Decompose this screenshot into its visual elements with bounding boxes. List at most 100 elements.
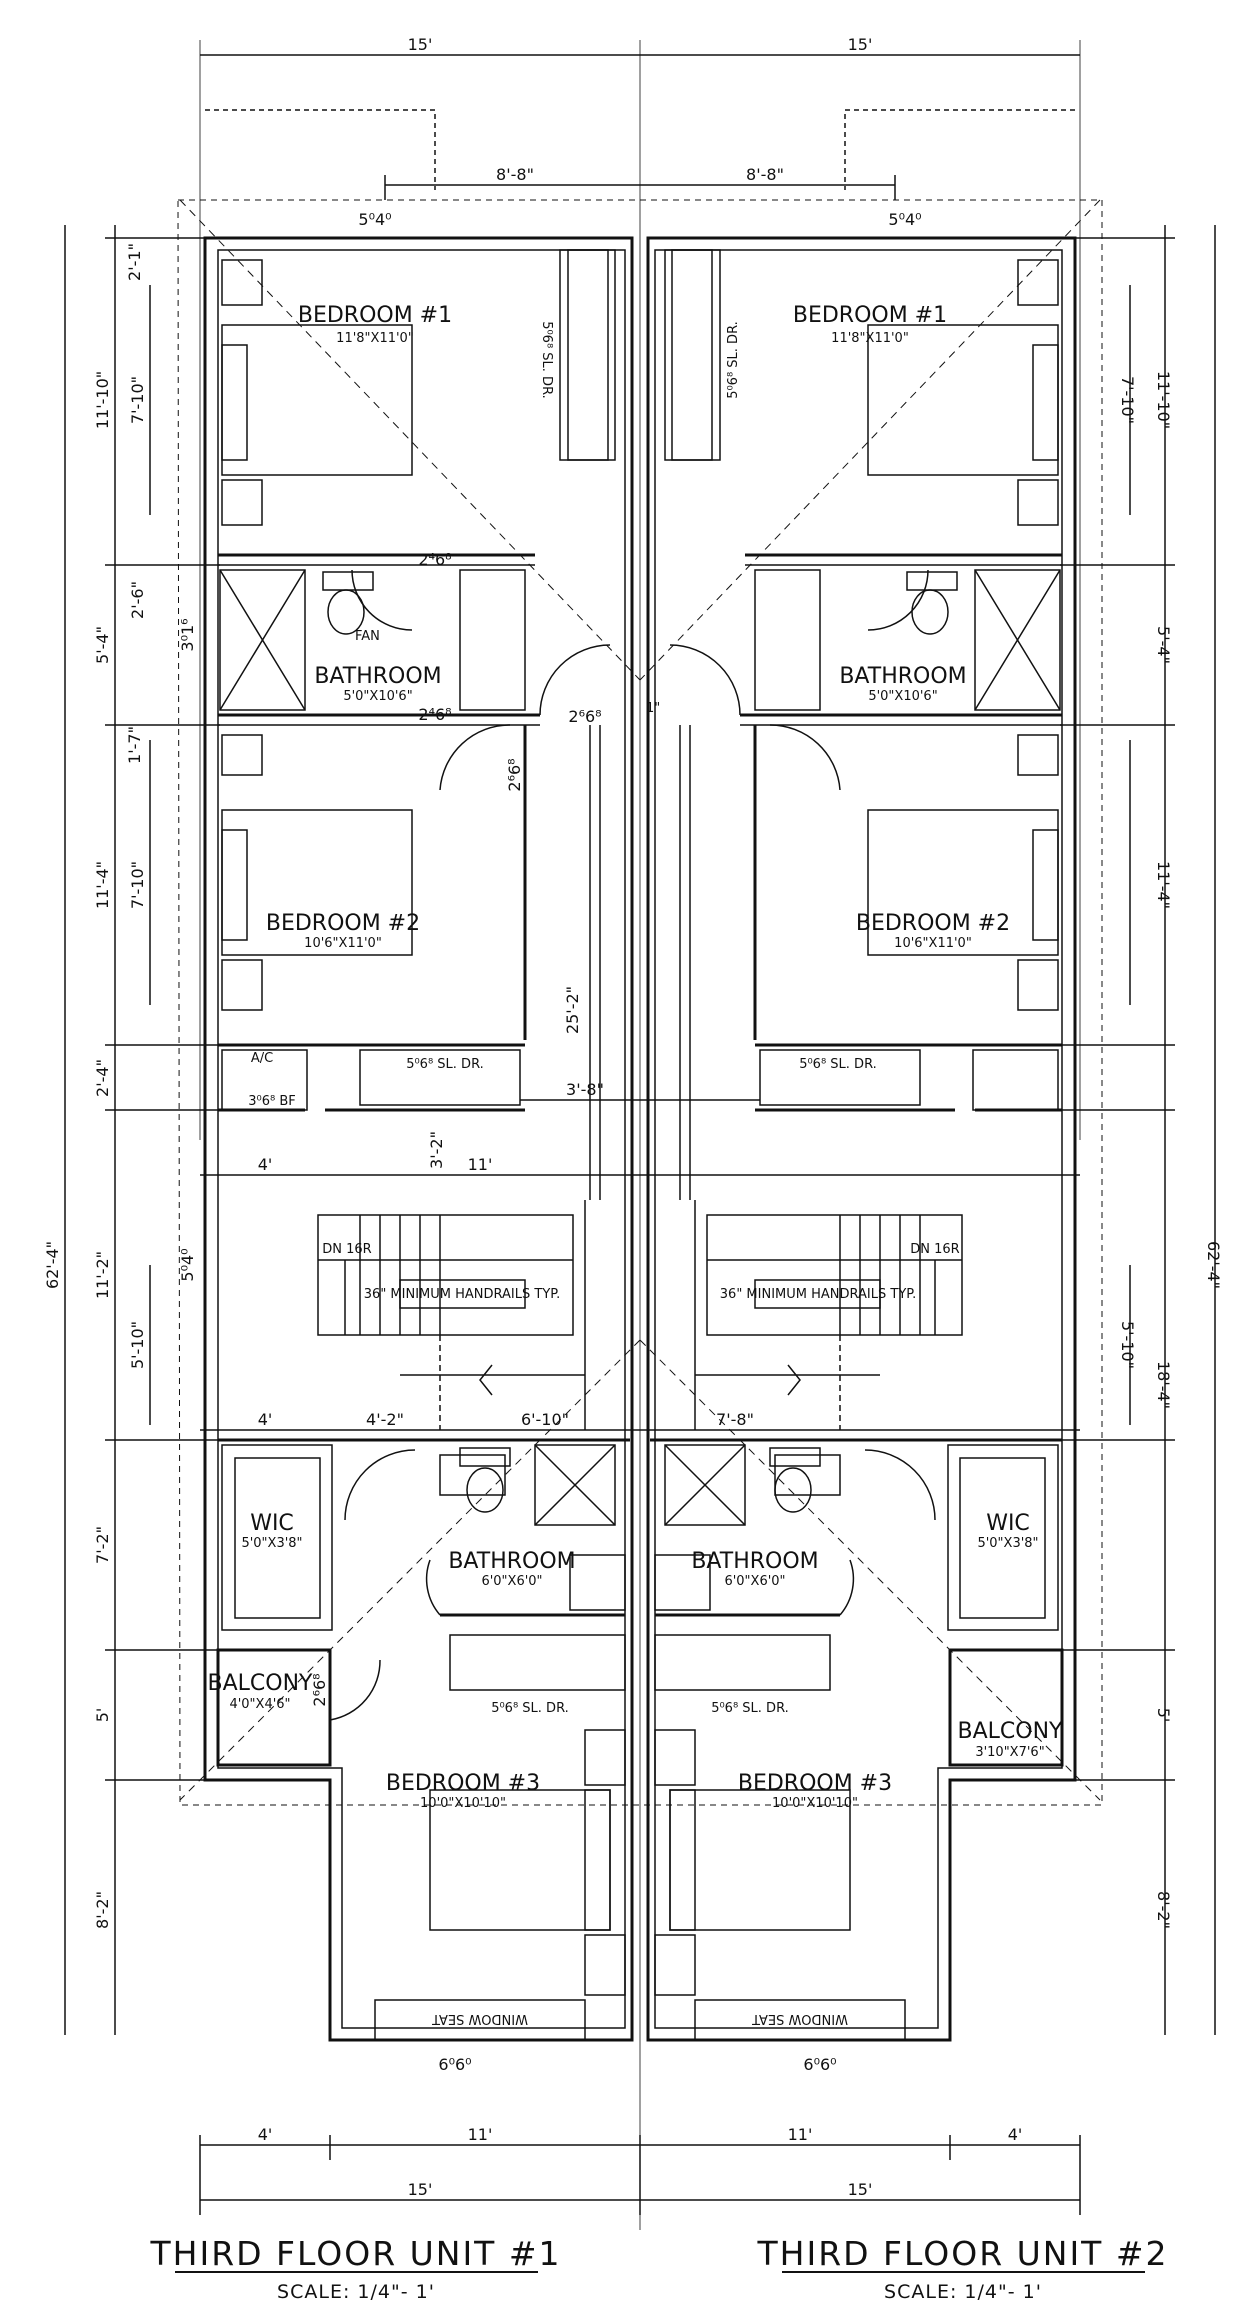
side-dim-r-2: 7'-10" [1118, 376, 1137, 424]
side-dim-14: 8'-2" [93, 1891, 112, 1929]
wic-name-u1: WIC [250, 1511, 294, 1536]
window-top-u1: 5⁰4⁰ [358, 210, 391, 229]
bath2-size-u1: 6'0"X6'0" [481, 1574, 542, 1589]
side-dim-4: 2'-6" [128, 581, 147, 619]
dim-42-u1: 4'-2" [366, 1410, 404, 1429]
win-54-u1: 5⁰4⁰ [178, 1248, 197, 1281]
balcony-door-u1: 2⁶6⁸ [310, 1673, 329, 1706]
bottom-15-u2: 15' [848, 2180, 873, 2199]
side-dim-r-5: 5' [1154, 1708, 1173, 1723]
dim-32-u1: 3'-2" [427, 1131, 446, 1169]
side-dim-r-total: 62'-4" [1204, 1241, 1223, 1289]
bedroom3-door-u2: 5⁰6⁸ SL. DR. [711, 1701, 789, 1716]
bottom-11-u2: 11' [788, 2125, 813, 2144]
side-dim-r-82: 8'-2" [1154, 1891, 1173, 1929]
bedroom2-name-u1: BEDROOM #2 [266, 911, 420, 936]
window-seat-u2: WINDOW SEAT [752, 2011, 848, 2026]
balcony-size-u1: 4'0"X4'6" [229, 1697, 290, 1712]
bedroom1-size-u1: 11'8"X11'0" [336, 331, 414, 346]
side-dim-10: 11'-2" [93, 1251, 112, 1299]
window-top-u2: 5⁰4⁰ [888, 210, 921, 229]
bedroom3-name-u1: BEDROOM #3 [386, 1771, 540, 1796]
bedroom2-name-u2: BEDROOM #2 [856, 911, 1010, 936]
wic-name-u2: WIC [986, 1511, 1030, 1536]
bath1-name-u1: BATHROOM [314, 664, 441, 689]
wic-size-u2: 5'0"X3'8" [977, 1536, 1038, 1551]
bedroom2-door-u2: 5⁰6⁸ SL. DR. [799, 1057, 877, 1072]
top-inner-u2: 8'-8" [746, 165, 784, 184]
plan-title-unit-2: THIRD FLOOR UNIT #2 [757, 2234, 1169, 2273]
fan-label-u1: FAN [355, 629, 380, 644]
side-dim-r-3: 5'-4" [1154, 626, 1173, 664]
door-266-b: 2⁶6⁸ [505, 758, 524, 791]
bedroom3-size-u2: 10'0"X10'10" [772, 1796, 858, 1811]
dim-4-bottom-u1: 4' [258, 1410, 273, 1429]
toilet-icon [322, 571, 958, 1513]
ac-label-u1: A/C [251, 1051, 273, 1066]
handrail-u2: 36" MINIMUM HANDRAILS TYP. [720, 1287, 916, 1302]
bath2-size-u2: 6'0"X6'0" [724, 1574, 785, 1589]
bedroom1-size-u2: 11'8"X11'0" [831, 331, 909, 346]
stair-dn-u1: DN 16R [322, 1242, 371, 1257]
bath1-size-u1: 5'0"X10'6" [343, 689, 412, 704]
bottom-4-u1: 4' [258, 2125, 273, 2144]
bf-label-u1: 3⁰6⁸ BF [248, 1094, 296, 1109]
dim-stair-u1: 6'-10" [521, 1410, 569, 1429]
side-dim-11: 5'-10" [128, 1321, 147, 1369]
bedroom3-door-u1: 5⁰6⁸ SL. DR. [491, 1701, 569, 1716]
side-dim-r-1834: 18'-4" [1154, 1361, 1173, 1409]
dim-stair-u2: 7'-8" [716, 1410, 754, 1429]
top-width-u2: 15' [848, 35, 873, 54]
side-dim-7: 11'-4" [93, 861, 112, 909]
top-width-u1: 15' [408, 35, 433, 54]
bedroom1-door-u1: 5⁰6⁸ SL. DR. [539, 321, 554, 399]
top-inner-u1: 8'-8" [496, 165, 534, 184]
bedroom1-name-u1: BEDROOM #1 [298, 303, 452, 328]
bedroom3-size-u1: 10'0"X10'10" [420, 1796, 506, 1811]
stair-dn-u2: DN 16R [910, 1242, 959, 1257]
bedroom3-name-u2: BEDROOM #3 [738, 1771, 892, 1796]
bath1-size-u2: 5'0"X10'6" [868, 689, 937, 704]
wic-size-u1: 5'0"X3'8" [241, 1536, 302, 1551]
hall-len-u1: 25'-2" [563, 986, 582, 1034]
dim-38-u1: 3'-8" [566, 1080, 604, 1099]
plan-scale-unit-2: SCALE: 1/4"- 1' [884, 2281, 1042, 2303]
center-mark: 1" [646, 701, 660, 716]
plan-scale-unit-1: SCALE: 1/4"- 1' [277, 2281, 435, 2303]
side-dim-6: 1'-7" [125, 726, 144, 764]
door-246-b: 2⁴6⁸ [418, 705, 451, 724]
side-dim-1: 2'-1" [125, 243, 144, 281]
handrail-u1: 36" MINIMUM HANDRAILS TYP. [364, 1287, 560, 1302]
bedroom2-door-u1: 5⁰6⁸ SL. DR. [406, 1057, 484, 1072]
bath2-name-u1: BATHROOM [448, 1549, 575, 1574]
door-246-a: 2⁴6⁸ [418, 550, 451, 569]
window-seat-u1: WINDOW SEAT [432, 2011, 528, 2026]
side-dim-r-510: 5'-10" [1118, 1321, 1137, 1369]
win-316-u1: 3⁰1⁶ [178, 618, 197, 651]
side-dim-2: 11'-10" [93, 371, 112, 429]
door-266-a: 2⁶6⁸ [568, 707, 601, 726]
side-dim-12: 7'-2" [93, 1526, 112, 1564]
bottom-15-u1: 15' [408, 2180, 433, 2199]
side-dim-13: 5' [93, 1708, 112, 1723]
side-dim-r-4: 11'-4" [1154, 861, 1173, 909]
bottom-4-u2: 4' [1008, 2125, 1023, 2144]
window-bottom-u2: 6⁰6⁰ [803, 2055, 836, 2074]
bottom-11-u1: 11' [468, 2125, 493, 2144]
balcony-name-u2: BALCONY [958, 1719, 1064, 1744]
side-dim-8: 7'-10" [128, 861, 147, 909]
side-dim-9: 2'-4" [93, 1059, 112, 1097]
balcony-name-u1: BALCONY [208, 1671, 314, 1696]
bedroom1-door-u2: 5⁰6⁸ SL. DR. [726, 321, 741, 399]
window-bottom-u1: 6⁰6⁰ [438, 2055, 471, 2074]
side-dim-3: 7'-10" [128, 376, 147, 424]
side-dim-r-1: 11'-10" [1154, 371, 1173, 429]
dim-11-u1: 11' [468, 1155, 493, 1174]
bath2-name-u2: BATHROOM [691, 1549, 818, 1574]
balcony-size-u2: 3'10"X7'6" [975, 1745, 1044, 1760]
bath1-name-u2: BATHROOM [839, 664, 966, 689]
bedroom2-size-u1: 10'6"X11'0" [304, 936, 382, 951]
dim-4-u1: 4' [258, 1155, 273, 1174]
